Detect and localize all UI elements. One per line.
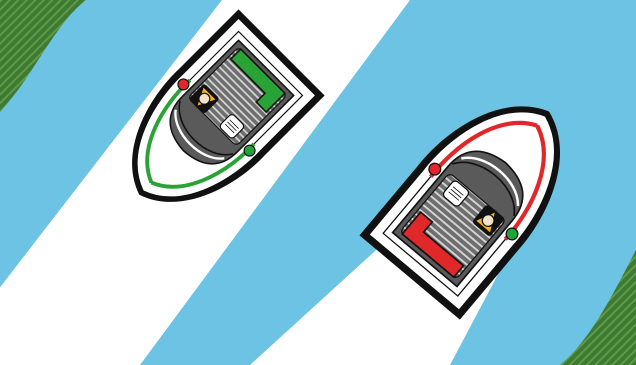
scene-illustration — [0, 0, 636, 365]
boat-scene — [0, 0, 636, 365]
